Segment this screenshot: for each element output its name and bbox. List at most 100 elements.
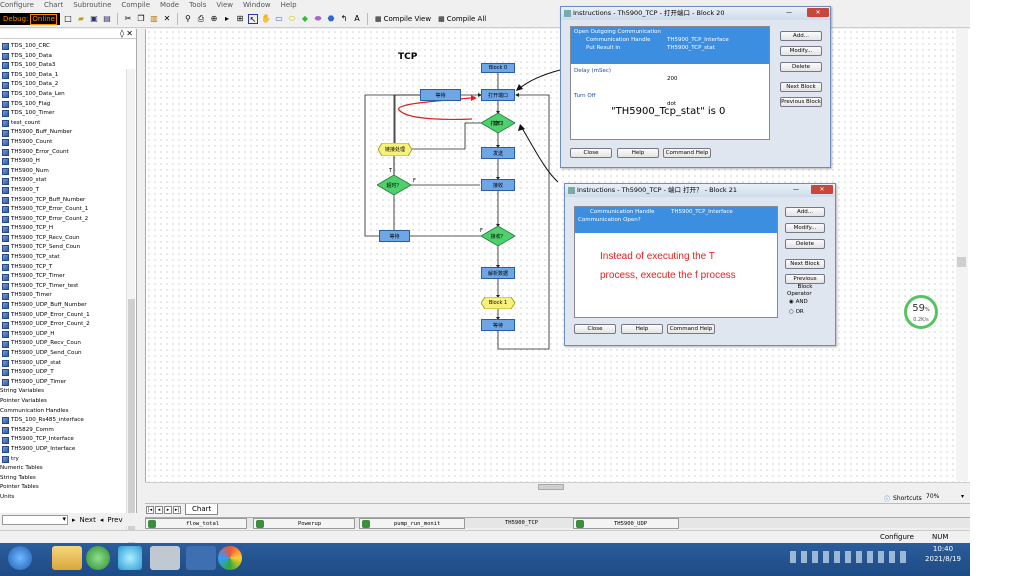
open-port-block[interactable]: 打开端口 — [481, 89, 515, 101]
block-1[interactable]: Block 1 — [480, 296, 516, 310]
add-button[interactable]: Add... — [780, 31, 822, 41]
help-button[interactable]: Help — [617, 148, 659, 158]
file-tab-flow-total[interactable]: flow_total — [145, 518, 247, 529]
receive-block[interactable]: 接收 — [481, 179, 515, 191]
tree-item[interactable]: TDS_100_Data_2 — [0, 80, 127, 90]
last-tab-icon[interactable]: ▸| — [173, 505, 181, 514]
pac-project-icon[interactable] — [186, 546, 216, 570]
tree-item[interactable]: TH5900_UDP_Error_Count_1 — [0, 311, 127, 321]
next-arrow-icon[interactable]: ▸ — [72, 515, 76, 524]
add-button[interactable]: Add... — [785, 207, 825, 217]
step-icon[interactable]: ▸ — [224, 14, 229, 23]
tree-item[interactable]: TH5900_UDP_Timer — [0, 378, 127, 388]
network-usage-gauge[interactable]: 59% 0.2K/s — [904, 295, 938, 329]
file-tab-powerup[interactable]: Powerup — [253, 518, 355, 529]
close-button[interactable]: Close — [570, 148, 612, 158]
start-button[interactable] — [8, 546, 32, 570]
instruction-name[interactable]: Turn Off — [574, 93, 596, 99]
tree-item[interactable]: TDS_100_Rs485_interface — [0, 416, 127, 426]
close-window-button[interactable]: ✕ — [807, 8, 829, 17]
tree-item[interactable]: TDS_100_Data_1 — [0, 71, 127, 81]
tree-item[interactable]: TH5900_TCP_Error_Count_2 — [0, 215, 127, 225]
save-icon[interactable]: ▣ — [90, 14, 98, 23]
instruction-list[interactable]: Communication Handle TH5900_TCP_Interfac… — [574, 206, 778, 318]
menu-tools[interactable]: Tools — [189, 1, 207, 9]
menu-window[interactable]: Window — [242, 1, 271, 9]
close-icon[interactable]: ✕ — [126, 29, 133, 38]
open-folder-icon[interactable]: ▰ — [77, 14, 85, 23]
next-block-button[interactable]: Next Block — [780, 82, 822, 92]
continue-block-tool-icon[interactable]: ⬭ — [288, 14, 296, 23]
previous-block-button[interactable]: Previous Block — [780, 97, 822, 107]
tree-item[interactable]: TH5900_UDP_Buff_Number — [0, 301, 127, 311]
modify-button[interactable]: Modify... — [780, 46, 822, 56]
tree-item[interactable]: TH5900_TCP_T — [0, 263, 127, 273]
cut-icon[interactable]: ✂ — [124, 14, 132, 23]
tree-item[interactable]: TH5900_UDP_H — [0, 330, 127, 340]
tree-item[interactable]: TH5900_TCP_Error_Count_1 — [0, 205, 127, 215]
tree-item[interactable]: TDS_100_Flag — [0, 100, 127, 110]
canvas-horizontal-scrollbar[interactable] — [145, 482, 970, 491]
close-window-button[interactable]: ✕ — [811, 185, 833, 194]
tree-group[interactable]: Communication Handles — [0, 407, 127, 417]
menu-help[interactable]: Help — [280, 1, 297, 9]
timeout-condition[interactable]: 超时？ — [377, 175, 411, 195]
tree-item[interactable]: TH5900_UDP_Interface — [0, 445, 127, 455]
hand-tool-icon[interactable]: ✋ — [261, 14, 271, 23]
prev-tab-icon[interactable]: ◂ — [155, 505, 163, 514]
debug-mode-indicator[interactable]: Debug: Online — [0, 13, 60, 25]
command-help-button[interactable]: Command Help — [663, 148, 711, 158]
tree-item[interactable]: test_count — [0, 119, 127, 129]
tree-item[interactable]: TH5900_TCP_Timer_test — [0, 282, 127, 292]
tree-item[interactable]: TH5900_T — [0, 186, 127, 196]
tree-item[interactable]: TH5900_Buff_Number — [0, 128, 127, 138]
media-player-icon[interactable] — [118, 546, 142, 570]
compile-view-button[interactable]: ▦ Compile View — [373, 13, 433, 25]
tree-filter-select[interactable] — [2, 514, 68, 525]
connect-tool-icon[interactable]: ↰ — [340, 14, 348, 23]
tree-item[interactable]: TDS_100_Data_Len — [0, 90, 127, 100]
tree-item[interactable]: TH5900_TCP_Interface — [0, 435, 127, 445]
tree-group[interactable]: String Variables — [0, 387, 127, 397]
zoom-select[interactable]: 70% ▾ — [926, 492, 966, 502]
connection-handling-block[interactable]: 链接处理 — [377, 142, 413, 157]
command-help-button[interactable]: Command Help — [667, 324, 715, 334]
next-tab-icon[interactable]: ▸ — [164, 505, 172, 514]
next-block-button[interactable]: Next Block — [785, 259, 825, 269]
instruction-name[interactable]: Delay (mSec) — [574, 68, 612, 74]
tree-item[interactable]: TH5900_TCP_Buff_Number — [0, 196, 127, 206]
parse-data-block[interactable]: 解析数据 — [481, 267, 515, 279]
shortcuts-link[interactable]: ⓘ Shortcuts — [884, 494, 922, 503]
tree-item[interactable]: TDS_100_Timer — [0, 109, 127, 119]
close-button[interactable]: Close — [574, 324, 616, 334]
modify-button[interactable]: Modify... — [785, 223, 825, 233]
zoom-icon[interactable]: ⊕ — [210, 14, 218, 23]
tree-group[interactable]: Pointer Variables — [0, 397, 127, 407]
tree-item[interactable]: TH5900_UDP_Error_Count_2 — [0, 320, 127, 330]
tree-item[interactable]: try — [0, 455, 127, 465]
menu-mode[interactable]: Mode — [160, 1, 180, 9]
tree-item[interactable]: TH5900_Count — [0, 138, 127, 148]
tree-item[interactable]: TH5900_Num — [0, 167, 127, 177]
first-tab-icon[interactable]: |◂ — [146, 505, 154, 514]
scrollbar-thumb[interactable] — [957, 257, 966, 267]
print-icon[interactable]: ⎙ — [197, 14, 205, 23]
file-tab-th5900-tcp[interactable]: TH5900_TCP — [467, 518, 571, 529]
file-explorer-icon[interactable] — [52, 546, 82, 570]
file-tab-th5900-udp[interactable]: TH5900_UDP — [573, 518, 679, 529]
tree-group[interactable]: Units — [0, 493, 127, 503]
next-button[interactable]: Next — [79, 515, 96, 524]
tree-item[interactable]: TDS_100_CRC — [0, 42, 127, 52]
menu-view[interactable]: View — [216, 1, 233, 9]
tree-item[interactable]: TH5900_UDP_Recv_Coun — [0, 339, 127, 349]
tree-item[interactable]: TH5900_H — [0, 157, 127, 167]
save-all-icon[interactable]: ▤ — [103, 14, 111, 23]
scrollbar-thumb[interactable] — [128, 299, 135, 569]
tree-item[interactable]: TH5900_TCP_Timer — [0, 272, 127, 282]
help-button[interactable]: Help — [621, 324, 663, 334]
menu-chart[interactable]: Chart — [43, 1, 64, 9]
prev-button[interactable]: Prev — [107, 515, 123, 524]
tree-item[interactable]: TH5900_UDP_stat — [0, 359, 127, 369]
flowchart-canvas[interactable] — [145, 29, 970, 491]
pin-icon[interactable]: ◊ — [120, 29, 124, 38]
